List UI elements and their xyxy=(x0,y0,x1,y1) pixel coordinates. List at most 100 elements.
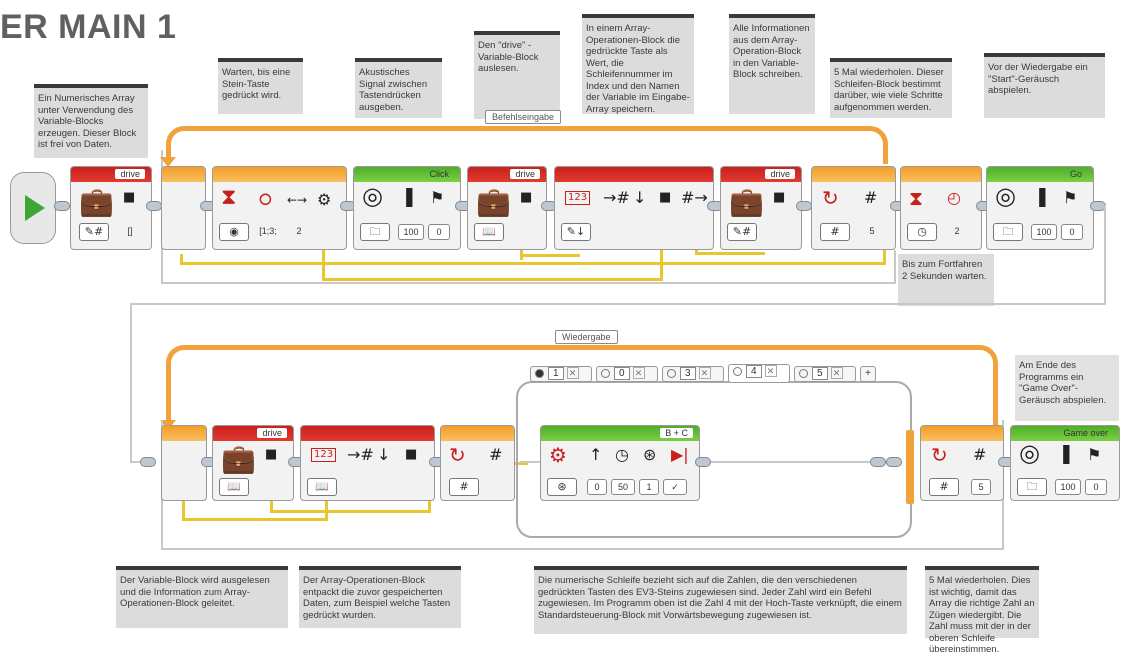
case-default-radio[interactable] xyxy=(535,368,544,378)
switch-loop-icon: ↻ xyxy=(449,443,466,467)
case-default-radio[interactable] xyxy=(799,368,808,378)
sound-volume[interactable]: 100 xyxy=(1055,479,1081,495)
top-wire-4 xyxy=(322,248,325,280)
case-default-radio[interactable] xyxy=(733,366,742,376)
hash-icon: # xyxy=(489,445,503,464)
power-gauge-icon: ◷ xyxy=(615,445,629,464)
sound-volume[interactable]: 100 xyxy=(1031,224,1057,240)
case-tab-0[interactable]: 0✕ xyxy=(596,366,658,382)
speaker-icon: ◎ xyxy=(995,182,1016,210)
variable-block-write-2[interactable]: drive 💼 ■ ✎# xyxy=(720,166,802,250)
wait-brick-button-block[interactable]: ⧗ ⭘ ←→ ⚙ ◉ [1;3; 2 xyxy=(212,166,347,250)
variable-block-read[interactable]: drive 💼 ■ 📖 xyxy=(467,166,547,250)
array-out-icon: #→ xyxy=(681,188,708,207)
sound-play-type[interactable]: 0 xyxy=(428,224,450,240)
top-loop-label[interactable]: Befehlseingabe xyxy=(485,110,562,124)
steering-value[interactable]: 0 xyxy=(587,479,607,495)
variable-block-write-1[interactable]: drive 💼 ■ ✎# [] xyxy=(70,166,152,250)
case-tab-1[interactable]: 1✕ xyxy=(530,366,592,382)
mode-selector[interactable]: ⊛ xyxy=(547,478,577,496)
case-sequence-wire xyxy=(698,461,898,463)
bottom-wire-4 xyxy=(270,500,273,512)
note-read-variable-bottom: Der Variable-Block wird ausgelesen und d… xyxy=(116,566,288,628)
top-wire-5 xyxy=(322,278,662,281)
loop-end-top[interactable]: ↻ # # 5 xyxy=(811,166,896,250)
case-value[interactable]: 4 xyxy=(746,365,762,378)
wait-state-value[interactable]: 2 xyxy=(296,226,302,236)
close-icon[interactable]: ✕ xyxy=(698,367,711,379)
variable-block-read-bottom[interactable]: drive 💼 ■ 📖 xyxy=(212,425,294,501)
mode-selector[interactable]: ✎↓ xyxy=(561,223,591,241)
hash-icon: # xyxy=(864,188,878,207)
variable-value[interactable]: [] xyxy=(127,226,133,236)
loop-start-bottom[interactable] xyxy=(161,425,207,501)
switch-block[interactable]: ↻ # # xyxy=(440,425,515,501)
note-loop-five: 5 Mal wiederholen. Dieser Schleifen-Bloc… xyxy=(830,58,952,118)
close-icon[interactable]: ✕ xyxy=(632,367,645,379)
mode-selector[interactable]: 📖 xyxy=(307,478,337,496)
note-sound-signal: Akustisches Signal zwischen Tastendrücke… xyxy=(355,58,442,118)
mode-selector[interactable]: # xyxy=(929,478,959,496)
top-loop-orange-arc xyxy=(166,126,888,164)
sound-block-go[interactable]: Go ◎ ▐ ⚑ 🗀 100 0 xyxy=(986,166,1094,250)
sound-play-type[interactable]: 0 xyxy=(1061,224,1083,240)
mode-selector[interactable]: ◉ xyxy=(219,223,249,241)
top-wire-8 xyxy=(520,254,580,257)
wait-buttons-value[interactable]: [1;3; xyxy=(259,226,277,236)
loop-count-value[interactable]: 5 xyxy=(971,479,991,495)
mode-selector[interactable]: 🗀 xyxy=(360,223,390,241)
mode-selector[interactable]: # xyxy=(449,478,479,496)
connector xyxy=(54,201,70,211)
wait-header xyxy=(901,167,981,182)
loop-count-value[interactable]: 5 xyxy=(869,226,875,236)
case-value[interactable]: 5 xyxy=(812,367,828,380)
array-operations-block-write[interactable]: 123 →# ↓ ■ #→ ✎↓ xyxy=(554,166,714,250)
bottom-wire-1 xyxy=(182,500,185,520)
case-default-radio[interactable] xyxy=(601,368,610,378)
mode-selector[interactable]: 🗀 xyxy=(1017,478,1047,496)
case-tab-3[interactable]: 3✕ xyxy=(662,366,724,382)
case-tab-5[interactable]: 5✕ xyxy=(794,366,856,382)
close-icon[interactable]: ✕ xyxy=(566,367,579,379)
page-title: ER MAIN 1 xyxy=(0,8,177,46)
bottom-loop-label[interactable]: Wiedergabe xyxy=(555,330,618,344)
mode-selector[interactable]: ◷ xyxy=(907,223,937,241)
case-tab-4[interactable]: 4✕ xyxy=(728,364,790,383)
close-icon[interactable]: ✕ xyxy=(830,367,843,379)
variable-name-label: drive xyxy=(115,169,145,179)
move-steering-block[interactable]: B + C ⚙ ↑ ◷ ⊛ ▶| ⊛ 0 50 1 ✓ xyxy=(540,425,700,501)
mode-selector[interactable]: # xyxy=(820,223,850,241)
rotations-value[interactable]: 1 xyxy=(639,479,659,495)
sound-block-game-over[interactable]: Game over ◎ ▐ ⚑ 🗀 100 0 xyxy=(1010,425,1120,501)
case-default-radio[interactable] xyxy=(667,368,676,378)
sound-block-click[interactable]: Click ◎ ▐ ⚑ 🗀 100 0 xyxy=(353,166,461,250)
mode-selector[interactable]: ✎# xyxy=(727,223,757,241)
close-icon[interactable]: ✕ xyxy=(764,365,777,377)
add-case-button[interactable]: + xyxy=(860,366,876,382)
array-operations-block-read[interactable]: 123 →# ↓ ■ 📖 xyxy=(300,425,435,501)
brick-button-icon: ⭘ xyxy=(259,190,272,209)
sound-play-type[interactable]: 0 xyxy=(1085,479,1107,495)
power-value[interactable]: 50 xyxy=(611,479,635,495)
case-value[interactable]: 3 xyxy=(680,367,696,380)
variable-name-label: drive xyxy=(257,428,287,438)
wait-seconds-value[interactable]: 2 xyxy=(954,226,960,236)
brake-check[interactable]: ✓ xyxy=(663,479,687,495)
mode-selector[interactable]: ✎# xyxy=(79,223,109,241)
mode-selector[interactable]: 📖 xyxy=(219,478,249,496)
case-value[interactable]: 1 xyxy=(548,367,564,380)
wait-time-block[interactable]: ⧗ ◴ ◷ 2 xyxy=(900,166,982,250)
sound-volume[interactable]: 100 xyxy=(398,224,424,240)
start-block[interactable] xyxy=(10,172,56,244)
mode-selector[interactable]: 🗀 xyxy=(993,223,1023,241)
case-sequence-wire xyxy=(520,461,540,463)
case-value[interactable]: 0 xyxy=(614,367,630,380)
note-wait-two-seconds: Bis zum Fortfahren 2 Sekunden warten. xyxy=(898,254,994,306)
loop-end-bottom[interactable]: ↻ # # 5 xyxy=(920,425,1004,501)
connector xyxy=(140,457,156,467)
loop-start-top[interactable] xyxy=(161,166,206,250)
volume-icon: ▐ xyxy=(400,188,413,207)
loop-header xyxy=(921,426,1003,441)
mode-selector[interactable]: 📖 xyxy=(474,223,504,241)
loop-header xyxy=(812,167,895,182)
